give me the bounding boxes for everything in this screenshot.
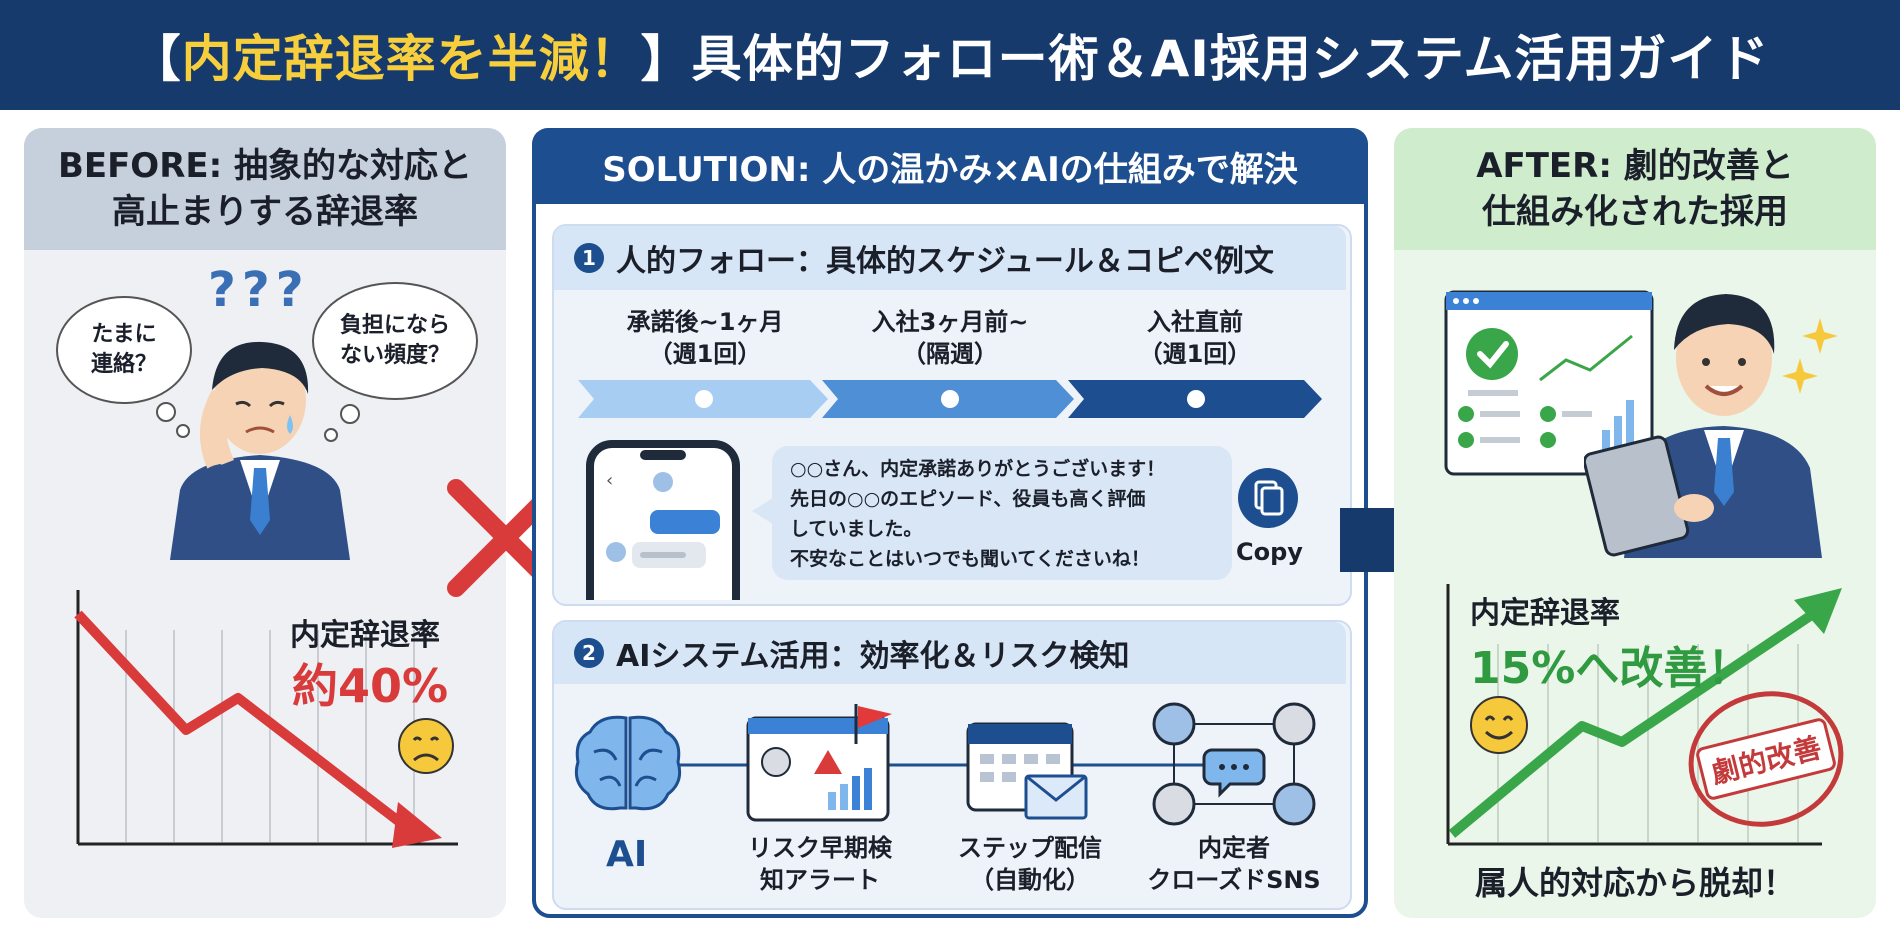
header-bar	[0, 0, 1900, 110]
title-rest: 具体的フォロー術＆AI採用システム活用ガイド	[691, 30, 1770, 88]
success-dashboard-illustration	[1444, 290, 1654, 476]
section-human-follow-heading: 1 人的フォロー：具体的スケジュール＆コピペ例文	[554, 226, 1346, 290]
happy-businessman-illustration	[1584, 294, 1822, 558]
stamp-text: 劇的改善	[1694, 716, 1838, 802]
stage-label: 入社直前 （週1回）	[1138, 308, 1252, 368]
smartphone-chat-illustration: ‹	[586, 440, 740, 600]
thought-dot	[324, 428, 338, 442]
stage-label: 承諾後~1ヶ月 （週1回）	[626, 308, 784, 368]
calendar-mail-icon	[966, 722, 1088, 820]
feature-label-closed-sns: 内定者 クローズドSNS	[1147, 834, 1321, 894]
section-number-badge: 1	[574, 243, 604, 273]
after-rate-label: 内定辞退率	[1470, 596, 1620, 631]
feature-label-step-delivery: ステップ配信 （自動化）	[958, 834, 1102, 894]
before-rate-label: 内定辞退率	[290, 618, 440, 653]
worried-businessman-illustration	[170, 341, 350, 560]
title-highlight: 内定辞退率を半減！	[181, 30, 641, 88]
svg-text:‹: ‹	[606, 470, 613, 491]
smile-face-icon	[1470, 696, 1528, 754]
section-title: 人的フォロー：具体的スケジュール＆コピペ例文	[616, 244, 1274, 279]
after-rate-value: 15%へ改善！	[1470, 643, 1752, 694]
thought-bubble-left: たまに 連絡？	[56, 296, 192, 404]
declining-trend-line	[74, 610, 414, 834]
ai-brain-icon	[574, 715, 682, 811]
title-bracket-close: 】	[640, 30, 692, 88]
question-marks: ???	[208, 262, 310, 318]
section-ai-system-heading: 2 AIシステム活用：効率化＆リスク検知	[554, 622, 1346, 684]
before-heading: BEFORE: 抽象的な対応と 高止まりする辞退率	[24, 128, 506, 250]
copy-button[interactable]: Copy	[1236, 466, 1303, 576]
thought-dot	[340, 404, 360, 424]
declining-rate-chart	[74, 590, 458, 848]
section-title: AIシステム活用：効率化＆リスク検知	[616, 639, 1130, 674]
before-rate-value: 約40%	[292, 659, 449, 713]
improving-arrow-head	[1794, 588, 1842, 634]
sparkle-icon	[1782, 318, 1838, 394]
message-bubble-tail	[752, 496, 776, 526]
solution-heading: SOLUTION: 人の温かみ×AIの仕組みで解決	[532, 128, 1368, 204]
copy-label: Copy	[1236, 538, 1303, 566]
follow-message-template: ○○さん、内定承諾ありがとうございます！ 先日の○○のエピソード、役員も高く評価…	[790, 458, 1166, 570]
thought-dot	[156, 402, 176, 422]
copy-icon	[1238, 468, 1298, 528]
thought-dot	[176, 424, 190, 438]
stage-label: 入社3ヶ月前~ （隔週）	[871, 308, 1029, 368]
sad-face-icon	[398, 718, 454, 774]
alert-dashboard-icon	[746, 704, 892, 822]
message-bubble-bg	[772, 446, 1232, 580]
after-heading: AFTER: 劇的改善と 仕組み化された採用	[1394, 128, 1876, 250]
schedule-timeline-arrows	[578, 380, 1322, 418]
feature-label-risk-alert: リスク早期検 知アラート	[748, 834, 892, 894]
ai-label: AI	[606, 834, 648, 875]
community-icon	[1152, 702, 1316, 826]
feature-connector-line	[640, 763, 1260, 767]
declining-arrow-head	[392, 802, 442, 848]
improving-trend-line	[1448, 603, 1825, 838]
page-title: 【内定辞退率を半減！】具体的フォロー術＆AI採用システム活用ガイド	[0, 0, 1900, 110]
title-bracket-open: 【	[130, 30, 182, 88]
section-number-badge: 2	[574, 638, 604, 668]
after-footer-message: 属人的対応から脱却！	[1474, 864, 1795, 902]
thought-bubble-right: 負担になら ない頻度？	[312, 282, 478, 400]
